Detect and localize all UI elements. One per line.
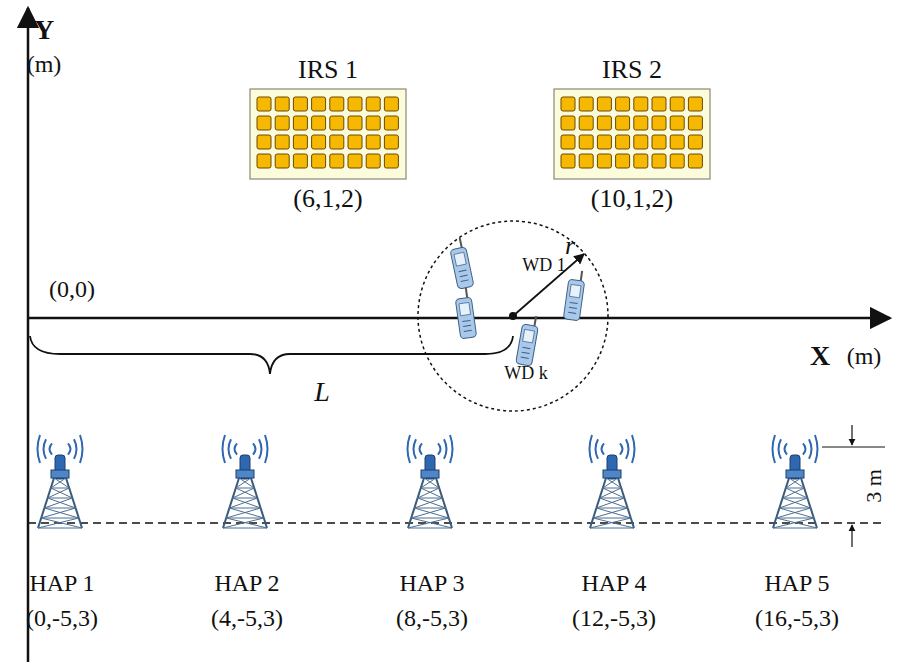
hap-name: HAP 2 <box>214 570 279 596</box>
dimension-line <box>822 447 885 448</box>
irs-name: IRS 1 <box>298 55 358 85</box>
hap-tower <box>223 435 268 528</box>
hap-coordinate: (4,-5,3) <box>211 605 283 631</box>
axis-name: X <box>810 341 830 372</box>
device-region <box>418 221 608 411</box>
irs-name: IRS 2 <box>602 55 662 85</box>
hap-name: HAP 5 <box>764 570 829 596</box>
axis-unit: (m) <box>847 343 882 369</box>
irs-panel: IRS 1 (6,1,2) <box>249 55 407 214</box>
irs-coordinate: (10,1,2) <box>591 184 673 214</box>
y-axis <box>27 8 30 662</box>
height-baseline <box>28 522 885 524</box>
hap-tower <box>408 435 453 528</box>
hap-tower <box>773 435 818 528</box>
origin-coordinate: (0,0) <box>49 276 95 302</box>
hap-name: HAP 1 <box>29 570 94 596</box>
hap-coordinate: (8,-5,3) <box>396 605 468 631</box>
radius-symbol: r <box>565 232 575 261</box>
irs-surface <box>553 88 711 180</box>
device-name: WD k <box>504 364 548 384</box>
hap-tower <box>590 435 635 528</box>
irs-panel: IRS 2 (10,1,2) <box>553 55 711 214</box>
height-dimension: 3 m <box>862 469 886 503</box>
irs-coordinate: (6,1,2) <box>293 184 362 214</box>
dimension-arrow <box>851 525 852 547</box>
axis-name: Y <box>34 15 54 46</box>
device-name: WD 1 <box>522 256 566 276</box>
hap-coordinate: (0,-5,3) <box>26 605 98 631</box>
wireless-device <box>448 237 474 289</box>
wireless-device <box>516 314 540 366</box>
hap-coordinate: (12,-5,3) <box>572 605 656 631</box>
hap-tower <box>38 435 83 528</box>
wireless-device <box>454 287 477 339</box>
length-brace <box>30 336 513 374</box>
wireless-device <box>563 269 586 321</box>
axis-unit: (m) <box>27 51 62 77</box>
hap-name: HAP 3 <box>399 570 464 596</box>
hap-name: HAP 4 <box>581 570 646 596</box>
hap-coordinate: (16,-5,3) <box>755 605 839 631</box>
dimension-arrow <box>851 425 852 445</box>
length-symbol: L <box>314 377 330 408</box>
irs-surface <box>249 88 407 180</box>
